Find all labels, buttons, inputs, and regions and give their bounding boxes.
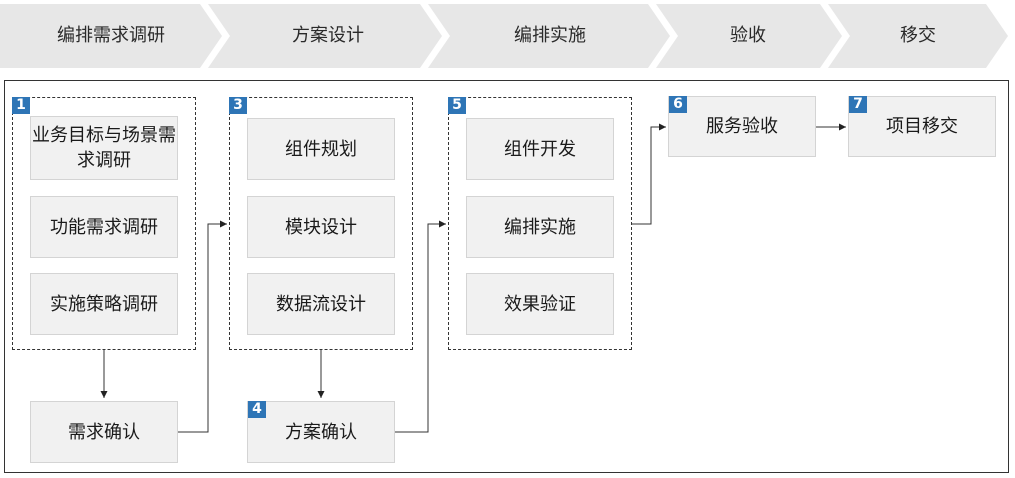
step-3-group xyxy=(229,97,413,350)
connector-5-to-6 xyxy=(632,123,666,225)
step-6-label: 服务验收 xyxy=(706,116,778,137)
phase-label-design: 方案设计 xyxy=(292,25,364,46)
phase-label-implementation: 编排实施 xyxy=(514,25,586,46)
phase-chevron-5 xyxy=(828,4,1008,68)
phase-label-acceptance: 验收 xyxy=(730,25,766,46)
step-4-label: 方案确认 xyxy=(285,421,357,443)
step-5-item-component-dev: 组件开发 xyxy=(466,118,614,180)
phase-chevron-3 xyxy=(428,4,670,68)
step-3-item-dataflow-design: 数据流设计 xyxy=(247,273,395,335)
phase-chevron-4 xyxy=(656,4,842,68)
phase-chevron-1 xyxy=(0,4,222,68)
step-7-badge: 7 xyxy=(849,96,867,113)
step-1-group xyxy=(12,97,196,350)
step-5-item-effect-verify: 效果验证 xyxy=(466,273,614,335)
connector-4-to-5 xyxy=(395,220,446,433)
step-1-badge: 1 xyxy=(12,97,30,114)
step-3-badge: 3 xyxy=(229,97,247,114)
step-5-group xyxy=(448,97,632,350)
step-4-plan-confirm: 方案确认 xyxy=(247,401,395,463)
step-3-item-component-plan: 组件规划 xyxy=(247,118,395,180)
phase-label-requirements: 编排需求调研 xyxy=(57,25,165,46)
step-1-item-function-research: 功能需求调研 xyxy=(30,196,178,258)
step-5-badge: 5 xyxy=(448,97,466,114)
diagram-frame xyxy=(4,80,1009,473)
step-4-badge: 4 xyxy=(248,401,266,418)
step-7-label: 项目移交 xyxy=(886,116,958,137)
step-5-item-orchestration: 编排实施 xyxy=(466,196,614,258)
step-1-item-scenario-research: 业务目标与场景需求调研 xyxy=(30,116,178,180)
connector-2-to-3 xyxy=(178,220,227,433)
step-7-project-handover: 项目移交 xyxy=(848,96,996,157)
phase-label-handover: 移交 xyxy=(900,25,936,46)
step-6-badge: 6 xyxy=(669,96,687,113)
step-2-label: 需求确认 xyxy=(68,421,140,443)
step-3-item-module-design: 模块设计 xyxy=(247,196,395,258)
step-2-requirement-confirm: 需求确认 xyxy=(30,401,178,463)
step-6-service-acceptance: 服务验收 xyxy=(668,96,816,157)
step-1-item-strategy-research: 实施策略调研 xyxy=(30,273,178,335)
phase-chevron-2 xyxy=(208,4,442,68)
